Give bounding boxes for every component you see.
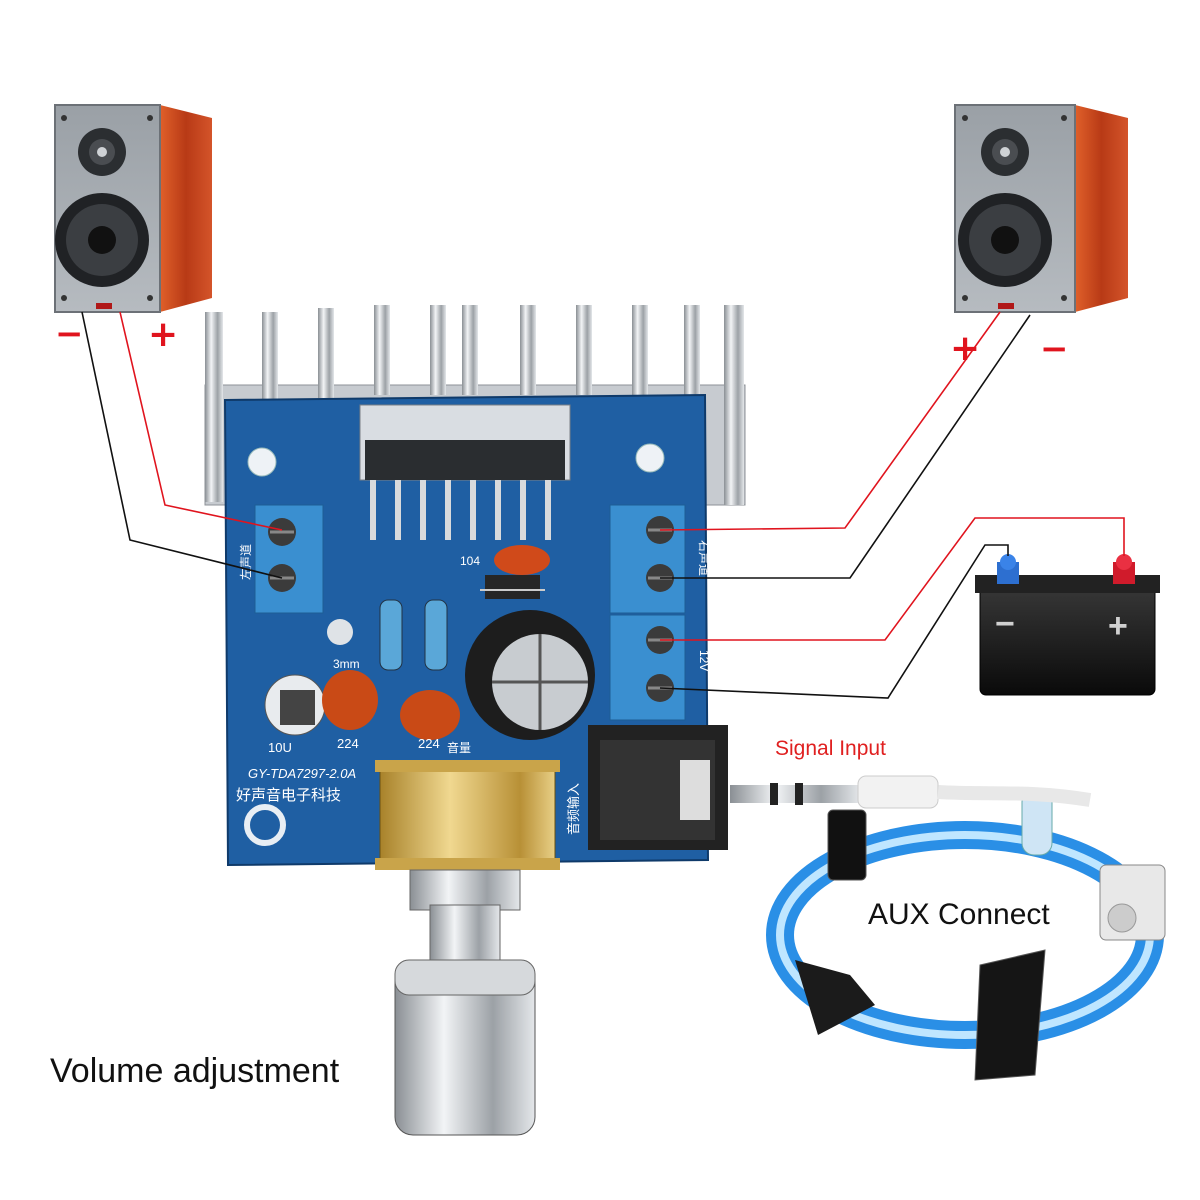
right-speaker xyxy=(954,104,1128,313)
battery-plus-sign: + xyxy=(1108,607,1128,645)
tablet-icon xyxy=(974,949,1046,1081)
amplifier-board: 104 3mm 10U 224 224 GY-TDA7297-2.0A 好声音电… xyxy=(223,393,728,867)
board-text-224a: 224 xyxy=(337,736,359,751)
signal-input-label: Signal Input xyxy=(775,737,886,760)
volume-adjustment-label: Volume adjustment xyxy=(50,1052,340,1090)
board-brand-text: 好声音电子科技 xyxy=(236,786,341,804)
board-audio-input-text: 音频输入 xyxy=(566,783,581,835)
ipod-icon xyxy=(1099,864,1166,941)
left-speaker-terminal xyxy=(254,504,324,614)
aux-devices-ring xyxy=(766,789,1166,1081)
board-left-channel-text: 左声道 xyxy=(238,544,253,580)
phone-icon xyxy=(827,809,867,881)
board-volume-text: 音量 xyxy=(447,740,471,755)
right-speaker-terminal xyxy=(609,504,686,614)
board-text-10u: 10U xyxy=(268,740,292,755)
amplifier-chip xyxy=(359,404,571,540)
board-power-text: 12V xyxy=(697,650,711,671)
aux-connect-label: AUX Connect xyxy=(868,898,1050,931)
power-terminal xyxy=(609,614,686,721)
left-speaker-plus-sign: + xyxy=(148,314,178,355)
board-text-224b: 224 xyxy=(418,736,440,751)
battery-minus-sign: − xyxy=(995,605,1015,643)
right-speaker-minus-sign: − xyxy=(1040,329,1069,369)
board-right-channel-text: 右声道 xyxy=(697,540,712,576)
audio-cable xyxy=(730,775,1092,809)
laptop-icon xyxy=(795,960,875,1035)
board-text-3mm: 3mm xyxy=(333,657,360,671)
battery xyxy=(975,554,1160,696)
volume-knob[interactable] xyxy=(375,760,560,1136)
board-text-104: 104 xyxy=(460,554,480,568)
right-speaker-plus-sign: + xyxy=(950,328,980,369)
board-model-text: GY-TDA7297-2.0A xyxy=(248,766,356,781)
left-speaker xyxy=(54,104,212,313)
wiring xyxy=(81,311,1125,699)
left-speaker-minus-sign: − xyxy=(55,314,84,354)
